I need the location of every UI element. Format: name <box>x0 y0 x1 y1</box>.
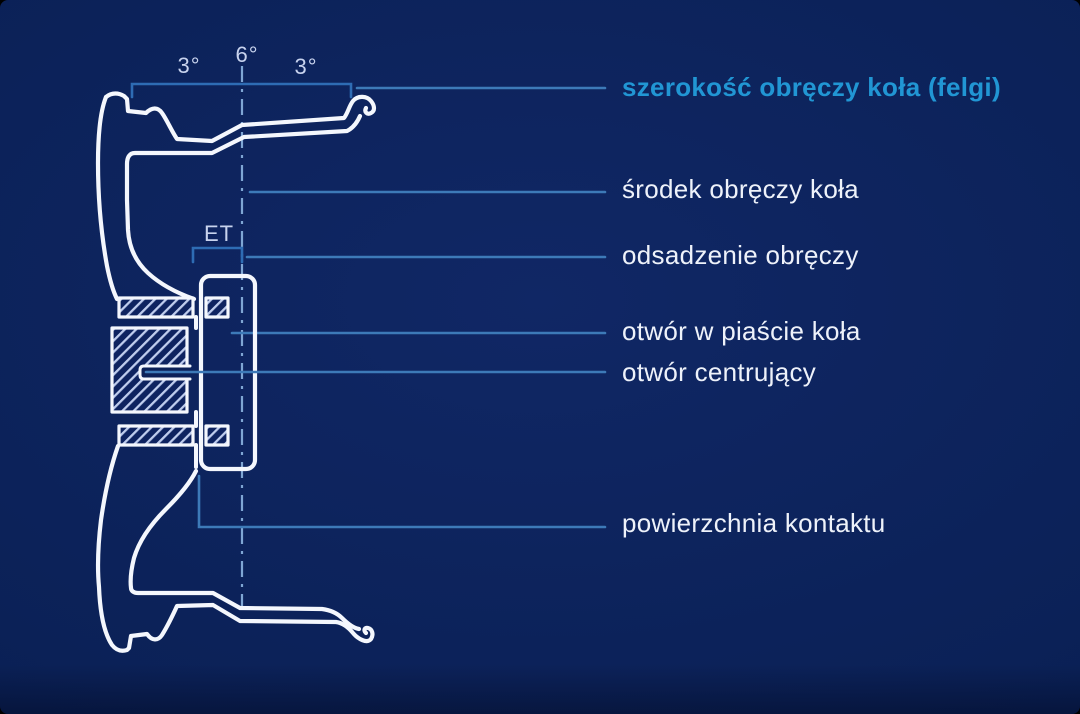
label-hub-hole: otwór w piaście koła <box>622 316 861 346</box>
label-rim-center: środek obręczy koła <box>622 174 859 204</box>
et-offset-label: ET <box>204 221 234 246</box>
label-rim-width: szerokość obręczy koła (felgi) <box>622 72 1001 102</box>
angle-label-right: 3° <box>294 54 317 79</box>
leader-contact-surface <box>197 474 607 529</box>
et-offset-bracket <box>191 246 244 264</box>
rim-outline-top-outer <box>103 91 377 144</box>
bolt-flange-hatch-lower-right <box>204 424 230 447</box>
rim-width-bracket <box>130 82 353 99</box>
label-center-bore: otwór centrujący <box>622 357 817 387</box>
bolt-flange-hatch-upper-right <box>204 296 230 319</box>
bolt-flange-hatch-lower-left <box>117 424 195 447</box>
label-contact-surface: powierzchnia kontaktu <box>622 508 886 538</box>
wheel-face-outline-lower <box>95 443 375 653</box>
rim-outline-bottom-inner <box>128 468 362 632</box>
label-rim-offset: odsadzenie obręczy <box>622 240 859 270</box>
angle-label-left: 3° <box>177 53 200 78</box>
rim-outline-top-inner <box>124 113 363 302</box>
angle-label-center: 6° <box>235 42 258 67</box>
wheel-face-outline-upper <box>95 94 120 302</box>
center-bore-slot-outline <box>138 364 192 381</box>
bolt-flange-hatch-upper-left <box>117 296 195 319</box>
